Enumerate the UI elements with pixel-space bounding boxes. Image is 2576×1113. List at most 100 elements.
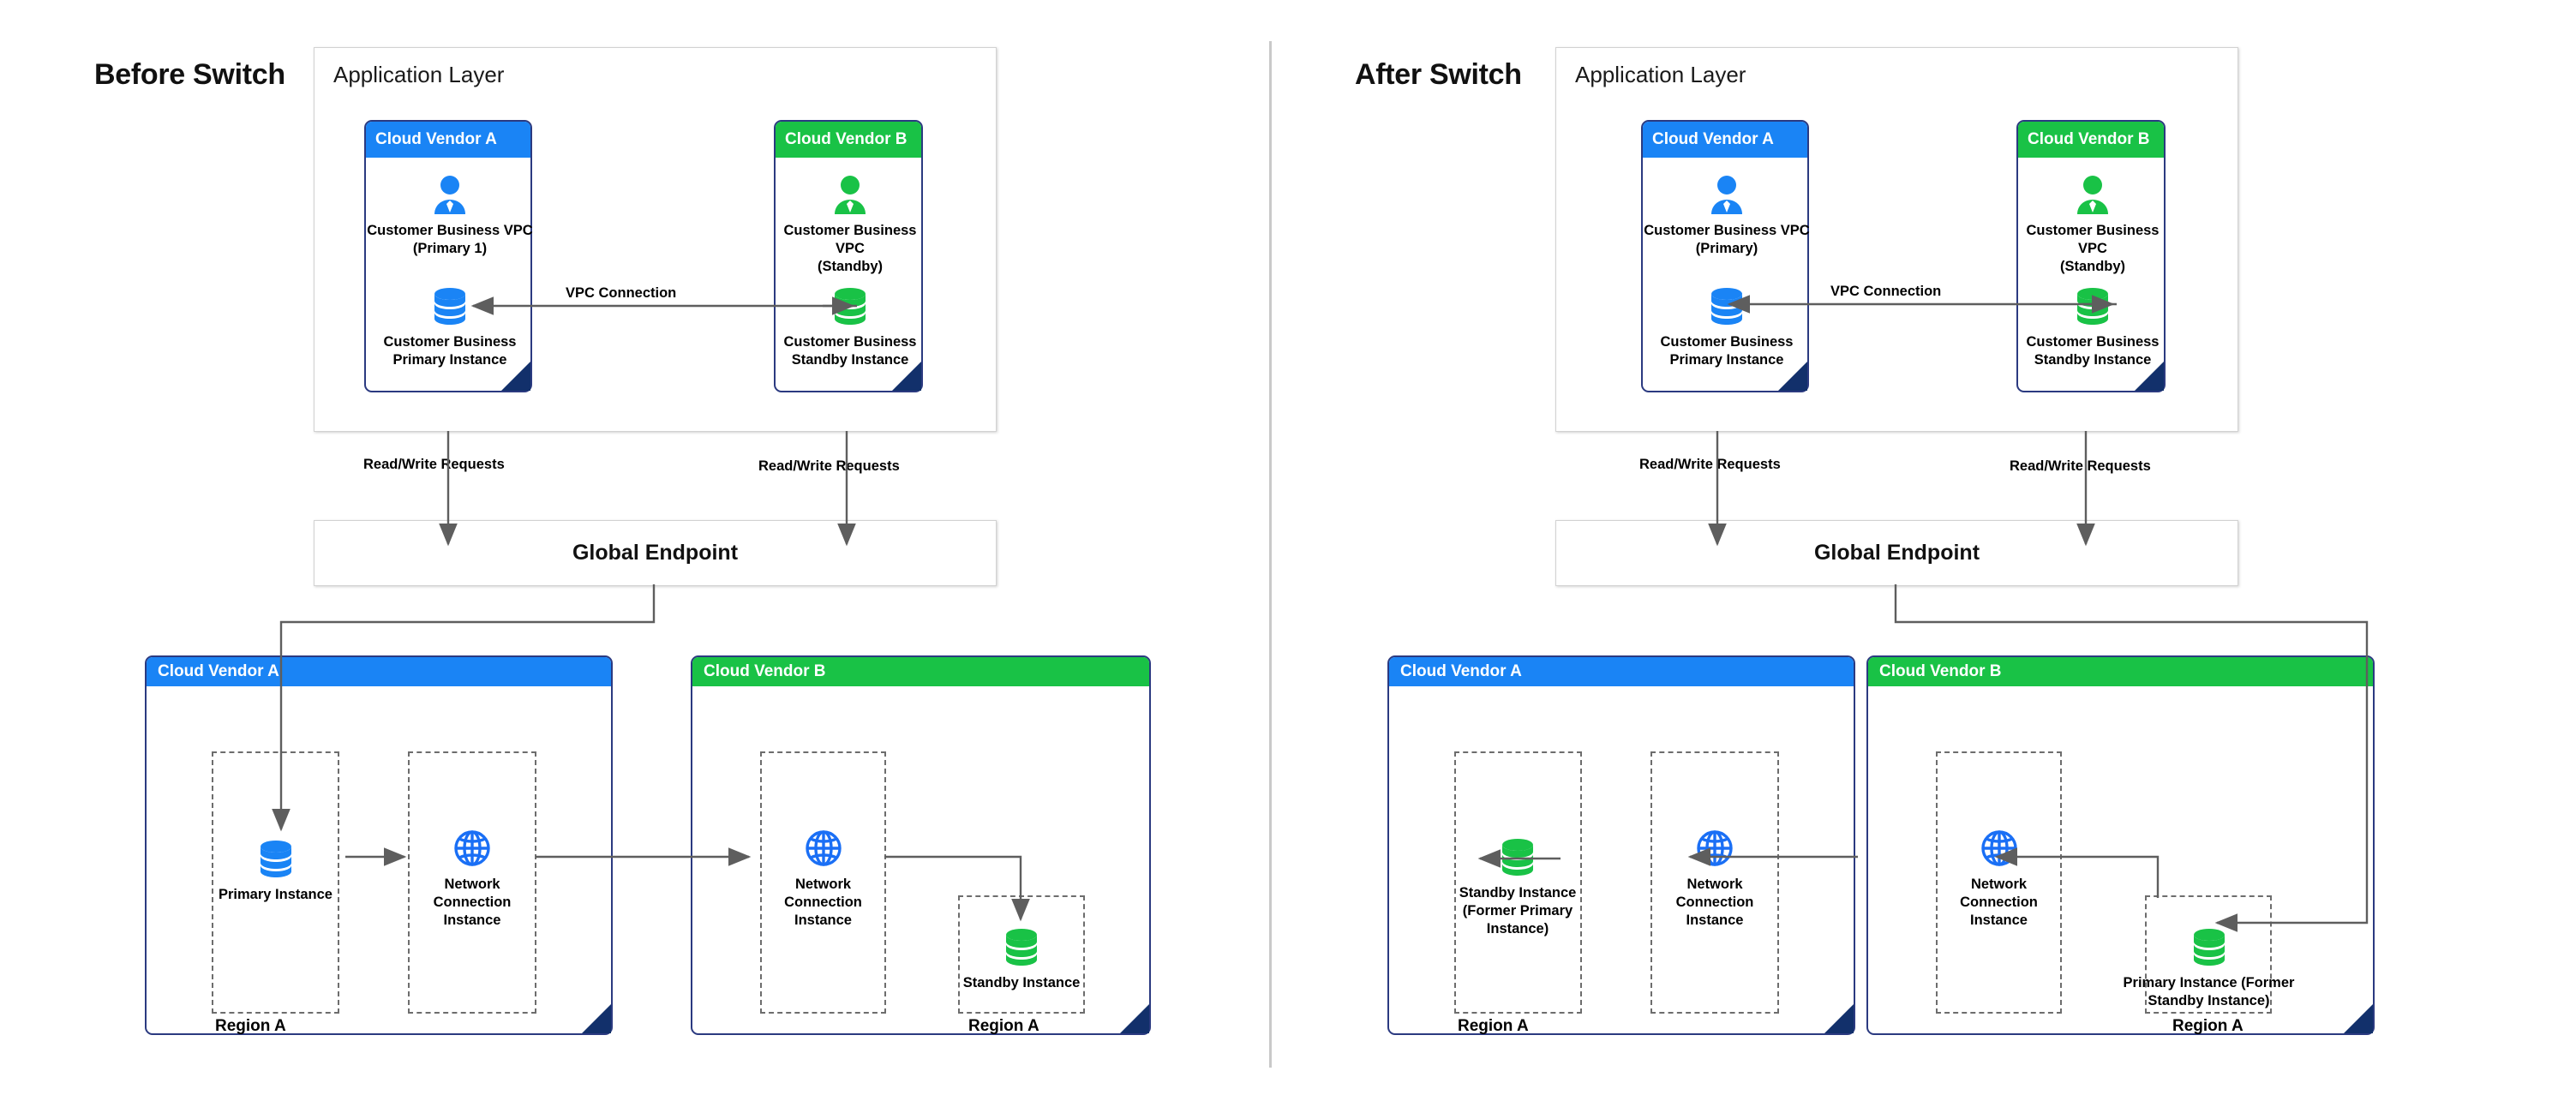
database-icon [1003,927,1040,971]
global-endpoint-label: Global Endpoint [572,541,739,565]
node-before-b-net-label: Network Connection Instance [784,877,862,929]
vendor-card-after-b[interactable]: Cloud Vendor B Customer Business VPC (St… [2016,120,2166,392]
region-header-before-a-label: Cloud Vendor A [158,662,279,680]
database-icon [431,286,469,330]
corner-fold-icon [1824,1004,1854,1033]
globe-icon [1980,829,2019,872]
corner-fold-icon [1778,362,1807,391]
read-write-label-b: Read/Write Requests [758,458,900,474]
node-after-a-db: Standby Instance (Former Primary Instanc… [1449,837,1586,938]
vendor-card-header-b-label: Cloud Vendor B [2028,130,2150,148]
db-node-before-b: Customer Business Standby Instance [776,286,925,369]
vendor-card-after-a[interactable]: Cloud Vendor A Customer Business VPC (Pr… [1641,120,1811,392]
read-write-label-b: Read/Write Requests [2010,458,2151,474]
db-node-after-b: Customer Business Standby Instance [2018,286,2167,369]
region-label-after-a: Region A [1458,1017,1529,1035]
region-header-before-a: Cloud Vendor A [147,657,611,686]
globe-icon [1695,829,1734,872]
panel-after-switch: After Switch Application Layer Cloud Ven… [1269,0,2576,1113]
corner-fold-icon [1120,1004,1149,1033]
db-node-before-a: Customer Business Primary Instance [366,286,534,369]
vendor-card-header-a: Cloud Vendor A [1643,122,1807,158]
vpc-node-before-b-label: Customer Business VPC (Standby) [783,223,917,275]
node-before-b-db: Standby Instance [958,927,1085,992]
vendor-card-before-a[interactable]: Cloud Vendor A Customer Business VPC (Pr… [364,120,534,392]
node-before-a-db: Primary Instance [212,839,339,904]
region-header-after-a: Cloud Vendor A [1389,657,1854,686]
person-icon [831,175,869,218]
region-header-after-b-label: Cloud Vendor B [1879,662,2002,680]
vpc-node-before-a-label: Customer Business VPC (Primary 1) [367,223,533,257]
vpc-node-after-b: Customer Business VPC (Standby) [2018,175,2167,276]
panel-title-after: After Switch [1355,58,1522,91]
corner-fold-icon [501,362,530,391]
region-header-after-a-label: Cloud Vendor A [1400,662,1522,680]
zone-before-a-db [212,751,339,1014]
node-before-a-net: Network Connection Instance [408,829,536,930]
region-box-after-b[interactable]: Cloud Vendor B Network Connection Instan… [1866,655,2375,1035]
region-header-after-b: Cloud Vendor B [1868,657,2373,686]
panel-title-before: Before Switch [94,58,285,91]
person-icon [2074,175,2112,218]
vpc-node-before-b: Customer Business VPC (Standby) [776,175,925,276]
vendor-card-before-b[interactable]: Cloud Vendor B Customer Business VPC (St… [774,120,923,392]
corner-fold-icon [892,362,921,391]
vpc-node-after-a-label: Customer Business VPC (Primary) [1644,223,1810,257]
database-icon [1708,286,1746,330]
vendor-card-header-b: Cloud Vendor B [776,122,921,158]
region-header-before-b-label: Cloud Vendor B [704,662,826,680]
corner-fold-icon [2135,362,2164,391]
region-label-before-a: Region A [215,1017,286,1035]
globe-icon [452,829,492,872]
node-after-b-db: Primary Instance (Former Standby Instanc… [2117,927,2301,1010]
database-icon [257,839,295,883]
node-before-a-db-label: Primary Instance [219,887,332,902]
db-node-after-a-label: Customer Business Primary Instance [1660,334,1794,368]
vpc-node-after-a: Customer Business VPC (Primary) [1643,175,1811,258]
corner-fold-icon [582,1004,611,1033]
global-endpoint-box-before[interactable]: Global Endpoint [314,520,997,586]
node-before-b-net: Network Connection Instance [760,829,886,930]
db-node-before-b-label: Customer Business Standby Instance [783,334,917,368]
panel-before-switch: Before Switch Application Layer Cloud Ve… [0,0,1269,1113]
global-endpoint-box-after[interactable]: Global Endpoint [1555,520,2238,586]
database-icon [2190,927,2228,971]
vpc-connection-label: VPC Connection [566,285,677,301]
vendor-card-header-a: Cloud Vendor A [366,122,530,158]
node-after-b-net: Network Connection Instance [1936,829,2062,930]
vendor-card-header-b: Cloud Vendor B [2018,122,2164,158]
database-icon [831,286,869,330]
db-node-after-b-label: Customer Business Standby Instance [2026,334,2160,368]
panel-divider [1269,41,1272,1068]
region-box-after-a[interactable]: Cloud Vendor A Standby Instance (Former … [1387,655,1855,1035]
database-icon [2074,286,2112,330]
node-after-b-db-label: Primary Instance (Former Standby Instanc… [2123,975,2295,1009]
person-icon [431,175,469,218]
vpc-node-after-b-label: Customer Business VPC (Standby) [2026,223,2160,275]
application-layer-label: Application Layer [333,62,505,87]
vendor-card-header-a-label: Cloud Vendor A [1652,130,1774,148]
zone-after-a-db [1454,751,1582,1014]
person-icon [1708,175,1746,218]
vendor-card-header-a-label: Cloud Vendor A [375,130,497,148]
node-after-a-net: Network Connection Instance [1650,829,1779,930]
region-header-before-b: Cloud Vendor B [692,657,1149,686]
zone-after-a-net [1650,751,1779,1014]
node-after-b-net-label: Network Connection Instance [1960,877,2038,929]
region-box-before-b[interactable]: Cloud Vendor B Network Connection Instan… [691,655,1151,1035]
node-after-a-net-label: Network Connection Instance [1675,877,1754,929]
node-before-a-net-label: Network Connection Instance [433,877,512,929]
region-box-before-a[interactable]: Cloud Vendor A Primary Instance Network … [145,655,613,1035]
region-label-before-b: Region A [968,1017,1039,1035]
node-after-a-db-label: Standby Instance (Former Primary Instanc… [1459,885,1577,937]
read-write-label-a: Read/Write Requests [1639,457,1781,472]
global-endpoint-label: Global Endpoint [1813,541,1980,565]
db-node-before-a-label: Customer Business Primary Instance [383,334,517,368]
node-before-b-db-label: Standby Instance [962,975,1081,990]
region-label-after-b: Region A [2172,1017,2244,1035]
globe-icon [804,829,843,872]
application-layer-label: Application Layer [1575,62,1746,87]
corner-fold-icon [2344,1004,2373,1033]
vendor-card-header-b-label: Cloud Vendor B [785,130,908,148]
db-node-after-a: Customer Business Primary Instance [1643,286,1811,369]
